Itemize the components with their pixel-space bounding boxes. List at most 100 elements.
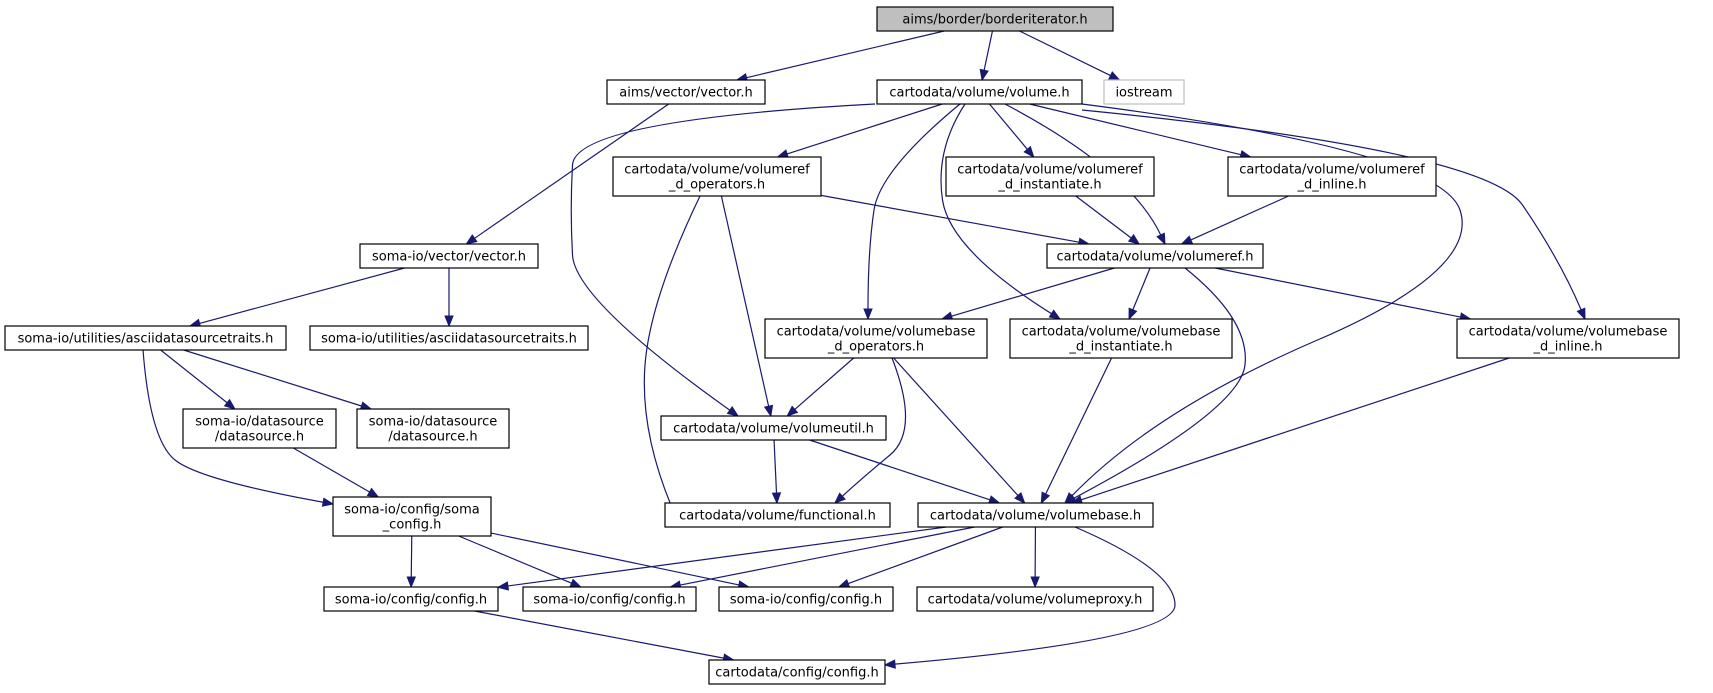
node-label: cartodata/volume/volumeref <box>957 163 1143 178</box>
edge-volume-to-volumeref-ops <box>776 103 943 159</box>
node-volumeref[interactable]: cartodata/volume/volumeref.h <box>1046 243 1264 269</box>
edge-ds-a-to-soma-config <box>292 447 380 498</box>
edge-line <box>1081 357 1510 501</box>
edge-line <box>1073 267 1246 499</box>
node-label: _d_operators.h <box>668 178 765 193</box>
edge-volumeref-inst-to-volumeref <box>1075 195 1141 245</box>
node-volumebase[interactable]: cartodata/volume/volumebase.h <box>917 502 1154 528</box>
edge-line <box>474 610 724 659</box>
node-box <box>718 586 894 612</box>
edge-line <box>183 349 362 407</box>
node-cfg-b[interactable]: soma-io/config/config.h <box>522 586 697 612</box>
node-soma-vector[interactable]: soma-io/vector/vector.h <box>359 243 539 269</box>
edge-line <box>199 267 405 324</box>
node-box <box>1103 79 1185 105</box>
edge-line <box>458 535 572 584</box>
edge-line <box>1132 267 1151 310</box>
node-label: cartodata/volume/volumebase <box>777 325 976 340</box>
node-label: /datasource.h <box>215 430 304 445</box>
node-aims-vector[interactable]: aims/vector/vector.h <box>606 79 766 105</box>
node-box <box>309 325 589 351</box>
node-label: soma-io/config/soma <box>344 503 480 518</box>
node-box <box>876 6 1114 32</box>
node-label: cartodata/volume/functional.h <box>679 509 876 524</box>
edge-soma-config-to-cfg-c <box>490 532 751 590</box>
edge-volumebase-ops-to-volumebase <box>893 357 1026 504</box>
node-label: _d_instantiate.h <box>1068 340 1172 355</box>
node-volumeutil[interactable]: cartodata/volume/volumeutil.h <box>660 415 887 441</box>
node-ascii-a[interactable]: soma-io/utilities/asciidatasourcetraits.… <box>4 325 287 351</box>
arrowhead-icon <box>1156 232 1166 246</box>
arrowhead-icon <box>763 404 774 418</box>
arrowhead-icon <box>863 308 873 321</box>
node-volumebase-ops[interactable]: cartodata/volume/volumebase_d_operators.… <box>764 318 988 359</box>
node-label: _d_inline.h <box>1533 340 1603 355</box>
edge-line <box>773 439 778 494</box>
node-soma-config[interactable]: soma-io/config/soma_config.h <box>332 496 492 537</box>
node-ascii-b[interactable]: soma-io/utilities/asciidatasourcetraits.… <box>309 325 589 351</box>
arrowhead-icon <box>223 398 236 410</box>
edge-line <box>643 195 701 506</box>
node-label: aims/border/borderiterator.h <box>902 13 1087 28</box>
node-box <box>522 586 697 612</box>
edge-line <box>160 349 228 404</box>
node-label: cartodata/volume/volumebase <box>1022 325 1221 340</box>
node-ds-a[interactable]: soma-io/datasource/datasource.h <box>182 408 337 449</box>
arrowhead-icon <box>1127 233 1141 245</box>
node-cfg-c[interactable]: soma-io/config/config.h <box>718 586 894 612</box>
node-label: cartodata/volume/volumeutil.h <box>673 422 874 437</box>
edge-volumeref-to-volumebase <box>1063 267 1246 504</box>
arrowhead-icon <box>1014 492 1026 504</box>
edge-volume-to-volumebase-inline <box>1081 109 1586 321</box>
edge-line <box>292 447 370 493</box>
node-box <box>876 79 1083 105</box>
arrowhead-icon <box>1040 491 1051 505</box>
node-ds-b[interactable]: soma-io/datasource/datasource.h <box>356 408 510 449</box>
edge-line <box>820 194 1080 243</box>
node-box <box>664 502 891 528</box>
node-box <box>332 496 492 537</box>
arrowhead-icon <box>1107 71 1121 81</box>
edge-soma-config-to-cfg-b <box>458 535 583 588</box>
edge-ascii-a-to-ds-b <box>183 349 373 411</box>
edge-line <box>1081 109 1582 311</box>
node-label: soma-io/config/config.h <box>335 593 487 608</box>
edge-line <box>893 357 1019 496</box>
node-box <box>356 408 510 449</box>
node-volumeref-inst[interactable]: cartodata/volume/volumeref_d_instantiate… <box>945 156 1155 197</box>
node-volumebase-inline[interactable]: cartodata/volume/volumebase_d_inline.h <box>1456 318 1680 359</box>
node-border-iterator[interactable]: aims/border/borderiterator.h <box>876 6 1114 32</box>
arrowhead-icon <box>406 576 417 589</box>
edge-volumebase-inst-to-volumebase <box>1040 357 1113 505</box>
node-volumeref-inline[interactable]: cartodata/volume/volumeref_d_inline.h <box>1227 156 1437 197</box>
edge-line <box>786 103 943 155</box>
arrowhead-icon <box>1576 307 1586 321</box>
edge-line <box>1214 267 1461 318</box>
node-volumeref-ops[interactable]: cartodata/volume/volumeref_d_operators.h <box>612 156 822 197</box>
edge-soma-vector-to-ascii-b <box>444 268 454 328</box>
node-carto-config[interactable]: cartodata/config/config.h <box>708 659 886 685</box>
edge-volumebase-to-carto-config <box>883 526 1176 669</box>
node-cfg-a[interactable]: soma-io/config/config.h <box>323 586 499 612</box>
edge-volumeref-to-volumebase-inline <box>1214 267 1472 322</box>
edge-line <box>847 526 1003 585</box>
edge-volumeref-ops-to-volumeutil <box>720 195 774 418</box>
node-label: soma-io/utilities/asciidatasourcetraits.… <box>321 332 577 347</box>
node-volume[interactable]: cartodata/volume/volume.h <box>876 79 1083 105</box>
arrowhead-icon <box>771 492 782 505</box>
edge-volumeref-to-volumebase-ops <box>940 267 1115 321</box>
node-volumeproxy[interactable]: cartodata/volume/volumeproxy.h <box>916 586 1154 612</box>
edge-soma-vector-to-ascii-a <box>188 267 405 328</box>
arrowhead-icon <box>837 578 851 588</box>
arrowhead-icon <box>726 406 740 417</box>
edge-line <box>951 267 1115 317</box>
arrowhead-icon <box>786 405 799 417</box>
edge-line <box>1075 195 1132 239</box>
node-volumebase-inst[interactable]: cartodata/volume/volumebase_d_instantiat… <box>1009 318 1233 359</box>
arrowhead-icon <box>1030 576 1040 589</box>
node-label: cartodata/volume/volumeref <box>624 163 810 178</box>
node-functional[interactable]: cartodata/volume/functional.h <box>664 502 891 528</box>
node-iostream[interactable]: iostream <box>1103 79 1185 105</box>
edge-line <box>142 349 324 503</box>
edge-volumeutil-to-volumebase <box>809 439 1001 505</box>
